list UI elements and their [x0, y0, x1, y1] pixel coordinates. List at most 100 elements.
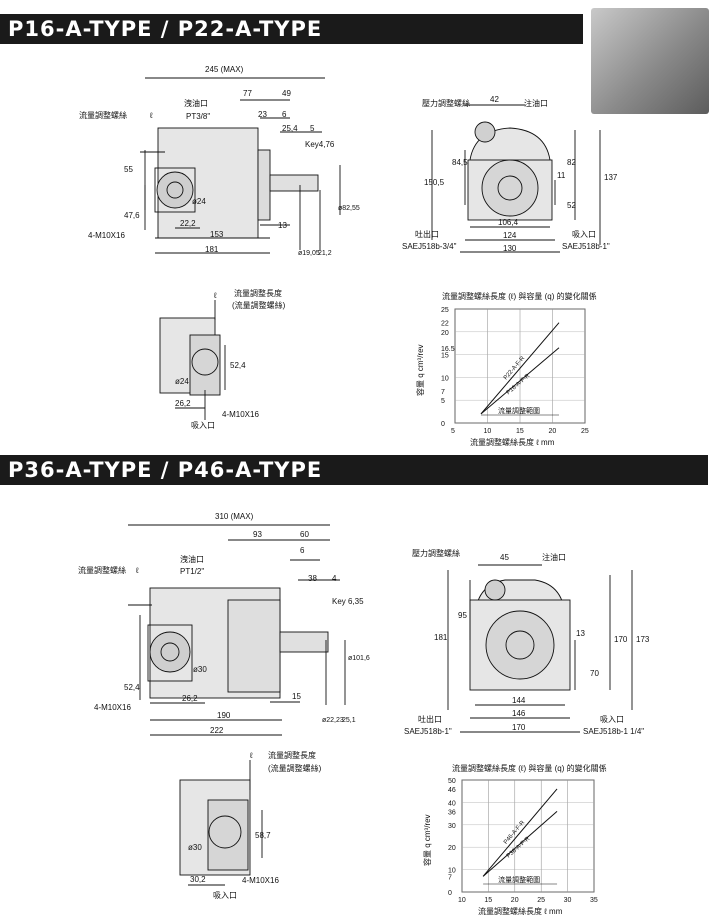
x-axis-label: 流量調整螺絲長度 ℓ mm [470, 437, 555, 447]
p16-rear-d52-4: 52,4 [230, 361, 246, 370]
p16-d22-2: 22,2 [180, 219, 196, 228]
p36-rear-view [179, 760, 263, 886]
p36-d146: 146 [512, 709, 526, 718]
p16-shaft2: 21,2 [318, 250, 332, 257]
p16-max-len: 245 (MAX) [205, 65, 244, 74]
p16-d23: 23 [258, 110, 267, 119]
p36-suction-spec: SAEJ518b-1 1/4" [583, 727, 644, 736]
p36-pressure-screw: 壓力調整螺絲 [412, 548, 460, 558]
p36-d60: 60 [300, 530, 309, 539]
p16-outlet: 吐出口 [415, 229, 439, 239]
y-axis-label: 容量 q cm³/rev [422, 814, 432, 866]
band-label: 流量調整範圍 [498, 406, 540, 415]
p36-d222: 222 [210, 726, 224, 735]
p16-rear-d26-2: 26,2 [175, 399, 191, 408]
p16-rear-bolt: 4-M10X16 [222, 410, 259, 419]
p16-d13: 13 [278, 221, 287, 230]
p36-shaft1: ø22,23 [322, 717, 344, 724]
y-tick-label: 46 [448, 787, 456, 794]
p16-d82: 82 [567, 158, 576, 167]
p16-pressure-screw: 壓力調整螺絲 [422, 98, 470, 108]
chart2-title: 流量調整螺絲長度 (ℓ) 與容量 (q) 的變化關係 [452, 763, 607, 773]
y-tick-label: 20 [448, 845, 456, 852]
p16-d25-4: 25,4 [282, 124, 298, 133]
p16-side-view [140, 77, 341, 254]
y-tick-label: 0 [441, 421, 445, 428]
y-tick-label: 0 [448, 890, 452, 897]
y-tick-label: 10 [448, 868, 456, 875]
p16-d47-6: 47,6 [124, 211, 140, 220]
p16-rear-view [159, 300, 226, 420]
p36-phi30: ø30 [193, 665, 207, 674]
p36-d70: 70 [590, 669, 599, 678]
y-tick-label: 15 [441, 353, 449, 360]
series-line [480, 347, 560, 415]
y-tick-label: 5 [441, 398, 445, 405]
p36-d190: 190 [217, 711, 231, 720]
p16-rear-phi24: ø24 [175, 377, 189, 386]
pump-photo [591, 8, 709, 114]
p16-inlet: 注油口 [524, 98, 548, 108]
y-tick-label: 50 [448, 778, 456, 785]
p16-d137: 137 [604, 173, 618, 182]
p16-front-view [431, 104, 601, 253]
y-tick-label: 30 [448, 823, 456, 830]
p36-d95: 95 [458, 611, 467, 620]
x-tick-label: 20 [511, 897, 519, 904]
p16-key: Key4,76 [305, 140, 335, 149]
p16-d42: 42 [490, 95, 499, 104]
p16-outlet-spec: SAEJ518b-3/4" [402, 242, 457, 251]
p36-inlet: 注油口 [542, 552, 566, 562]
p36-d181: 181 [434, 633, 448, 642]
p36-drain-spec: PT1/2" [180, 567, 204, 576]
p16-shaft3: ø82,55 [338, 205, 360, 212]
p36-rear-suction: 吸入口 [213, 891, 237, 900]
p36-bolt: 4-M10X16 [94, 703, 131, 712]
p36-rear-ell: ℓ [249, 751, 253, 760]
y-tick-label: 25 [441, 307, 449, 314]
y-tick-label: 36 [448, 809, 456, 816]
p36-d13: 13 [576, 629, 585, 638]
p36-rear-d30-2: 30,2 [190, 875, 206, 884]
p16-rear-suction: 吸入口 [191, 421, 215, 430]
p36-rear-phi30: ø30 [188, 843, 202, 852]
p16-d124: 124 [503, 231, 517, 240]
p16-bolt: 4-M10X16 [88, 231, 125, 240]
p36-d93: 93 [253, 530, 262, 539]
p36-d45: 45 [500, 553, 509, 562]
section-title-p36: P36-A-TYPE / P46-A-TYPE [0, 455, 708, 485]
p16-suction: 吸入口 [572, 230, 596, 239]
x-tick-label: 10 [484, 428, 492, 435]
p16-d150-5: 150,5 [424, 178, 445, 187]
p16-rear-ell: ℓ [213, 291, 217, 300]
p16-ell: ℓ [149, 111, 153, 120]
p36-outlet: 吐出口 [418, 714, 442, 724]
p36-front-view [447, 564, 633, 733]
series-line [482, 810, 558, 877]
p36-rear-adj: 流量調整長度 [268, 750, 316, 760]
x-tick-label: 25 [537, 897, 545, 904]
p36-rear-bolt: 4-M10X16 [242, 876, 279, 885]
x-axis-label: 流量調整螺絲長度 ℓ mm [478, 906, 563, 916]
p36-max-len: 310 (MAX) [215, 512, 254, 521]
chart-frame [461, 779, 595, 893]
x-tick-label: 15 [484, 897, 492, 904]
p16-drain-spec: PT3/8" [186, 112, 210, 121]
y-axis-label: 容量 q cm³/rev [415, 344, 425, 396]
p36-suction: 吸入口 [600, 715, 624, 724]
p36-rear-adj2: (流量調整螺絲) [268, 763, 322, 773]
y-tick-label: 40 [448, 800, 456, 807]
p16-d77: 77 [243, 89, 252, 98]
series-line [480, 322, 560, 415]
x-tick-label: 15 [516, 428, 524, 435]
section-title-p16: P16-A-TYPE / P22-A-TYPE [0, 14, 583, 44]
band-label: 流量調整範圍 [498, 875, 540, 884]
series-line [482, 788, 558, 877]
p16-d5: 5 [310, 124, 315, 133]
y-tick-label: 7 [441, 389, 445, 396]
y-tick-label: 22 [441, 321, 449, 328]
p36-d6: 6 [300, 546, 305, 555]
p16-d153: 153 [210, 230, 224, 239]
